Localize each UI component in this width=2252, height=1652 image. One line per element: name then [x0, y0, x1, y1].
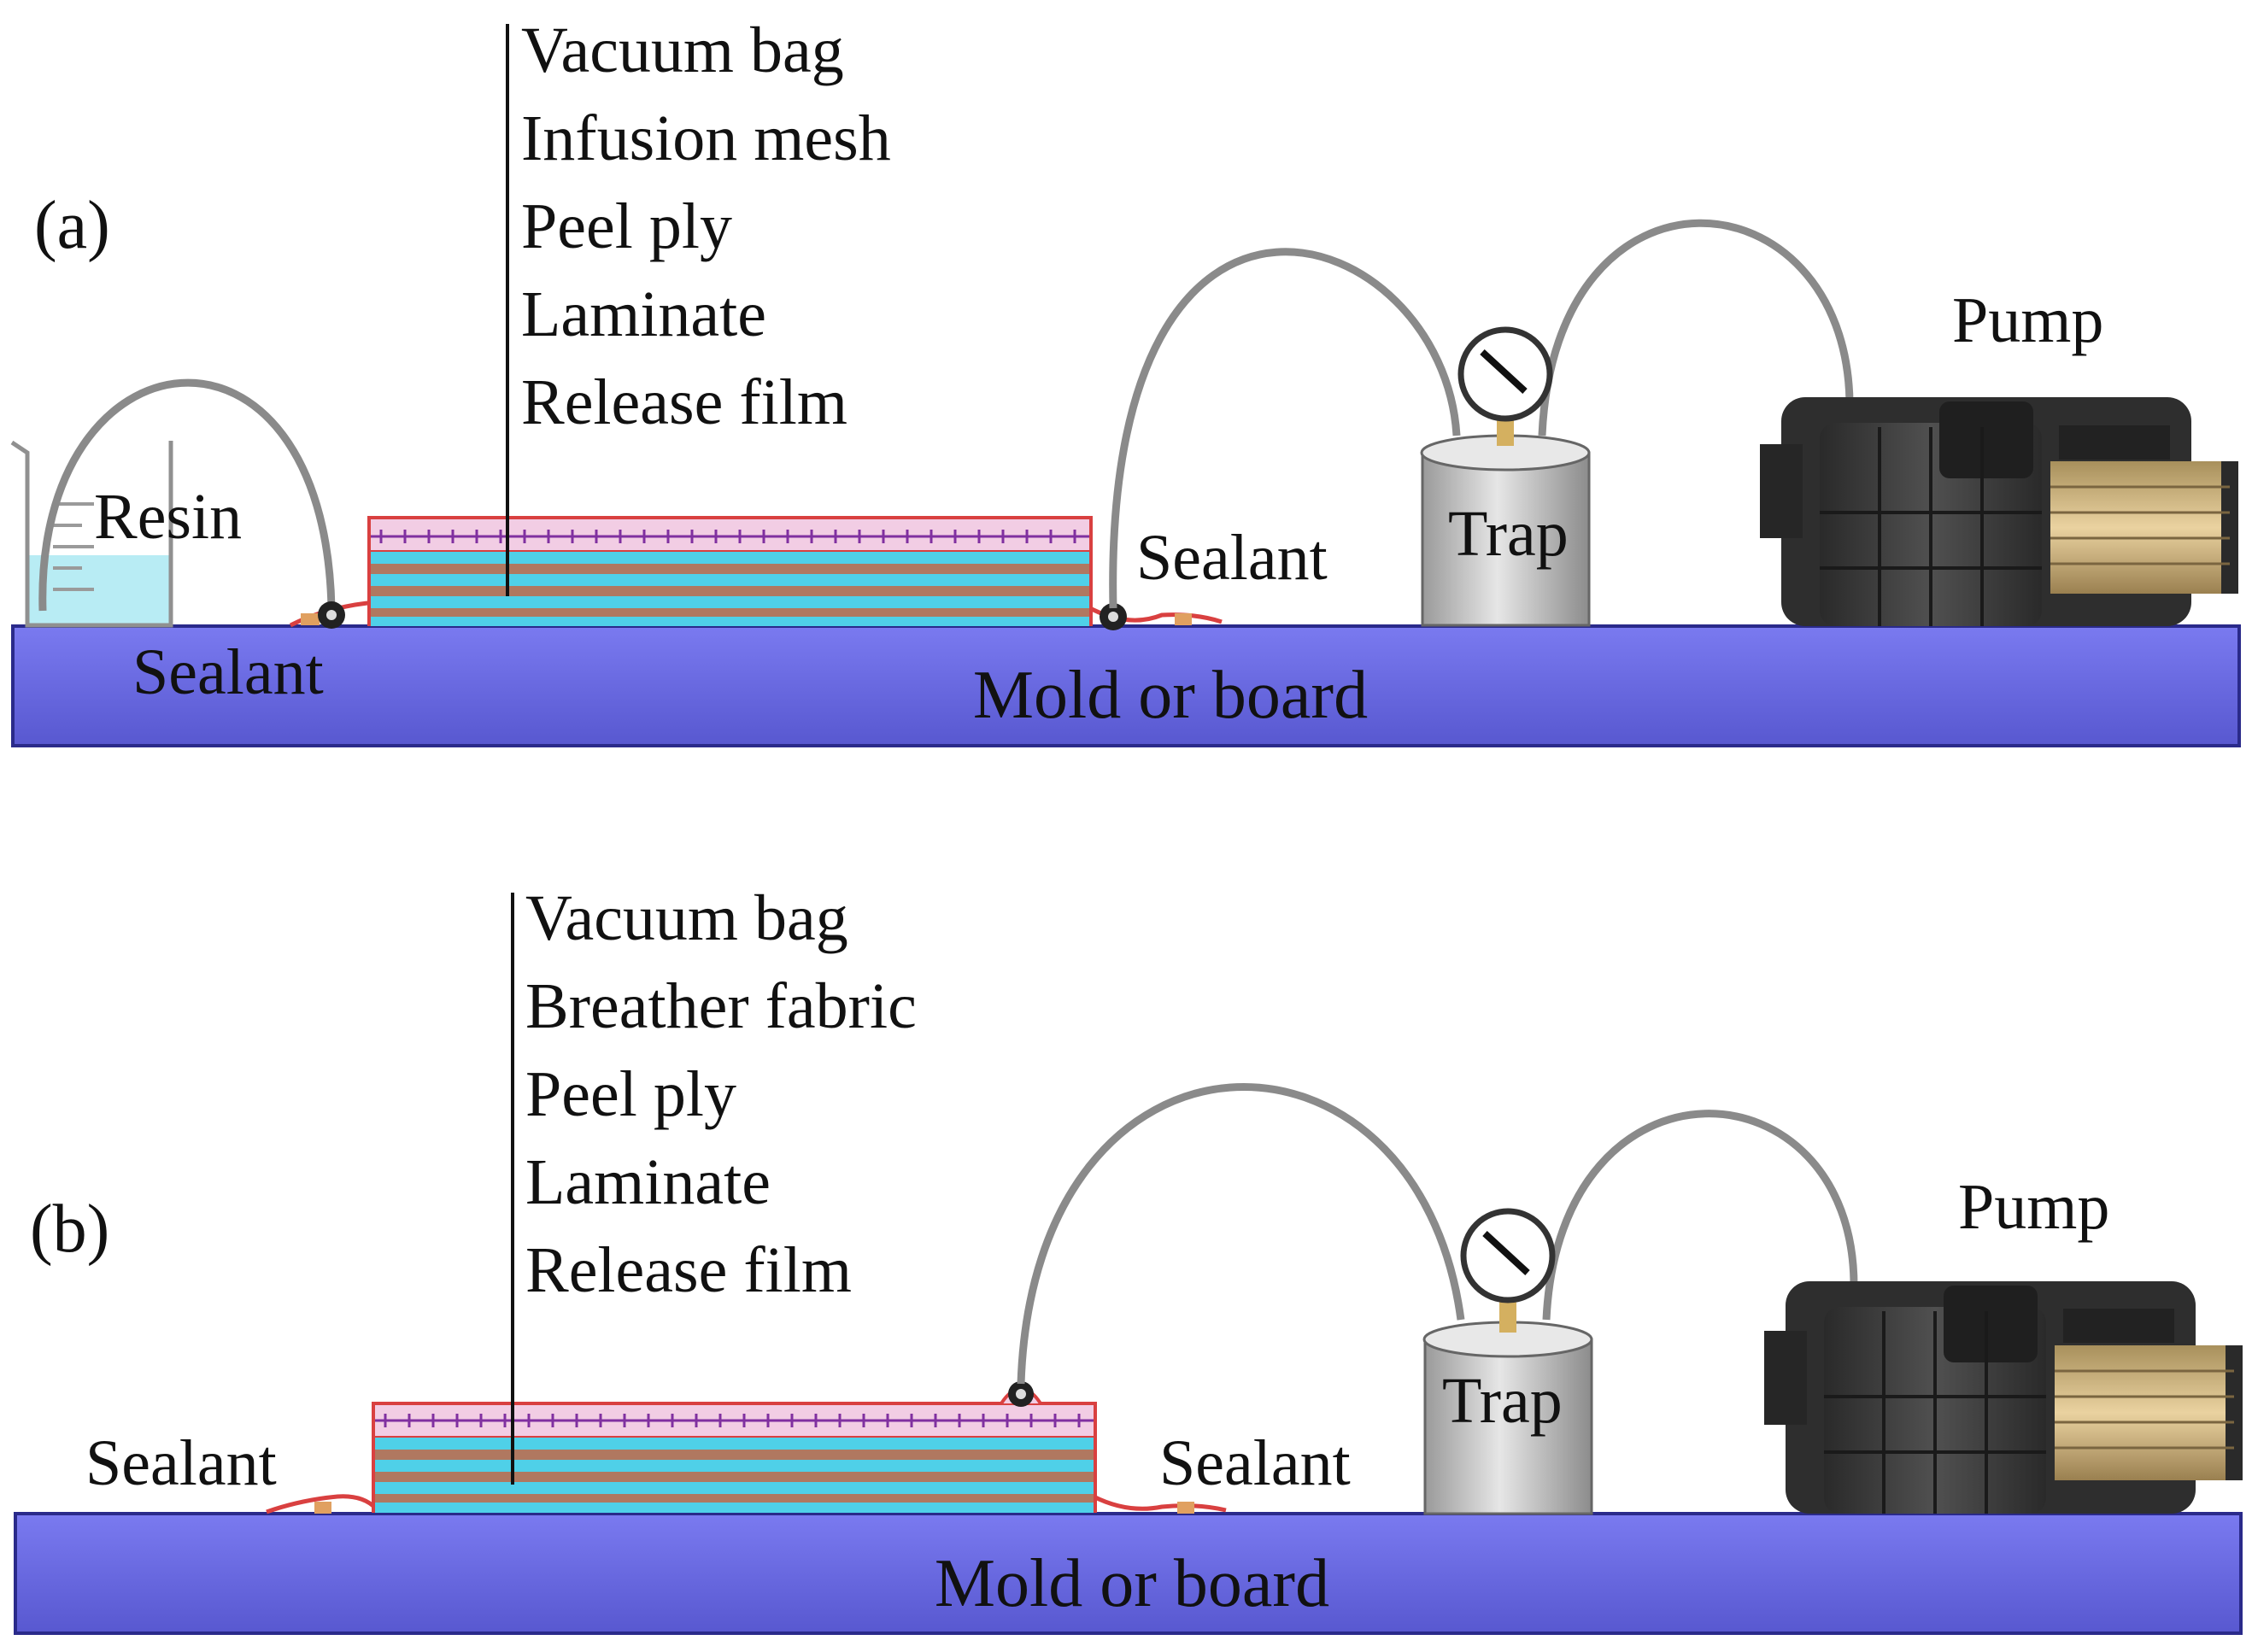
- panel-a-sealant-right-block: [1175, 613, 1192, 625]
- panel-a-mesh-ticks: [379, 530, 1076, 543]
- panel-b-layer-laminate: Laminate: [525, 1146, 771, 1218]
- panel-a-resin-beaker: [10, 440, 173, 628]
- panel-a-mold-label: Mold or board: [973, 658, 1368, 733]
- panel-a-trap: [1420, 326, 1591, 627]
- panel-a-trap-label: Trap: [1448, 498, 1569, 570]
- panel-b-sealant-right-tape: [1092, 1494, 1227, 1513]
- panel-a-label: (a): [34, 188, 110, 263]
- panel-b-sealant-left-label: Sealant: [85, 1427, 277, 1499]
- panel-a-pump-label: Pump: [1952, 284, 2103, 356]
- panel-a-sealant-left-label: Sealant: [132, 636, 324, 708]
- panel-b-label: (b): [30, 1192, 109, 1267]
- panel-b: (b) Mold or board Vacuum bag: [14, 882, 2243, 1635]
- panel-a-mold: [11, 624, 2241, 747]
- panel-b-gauge-needle: [1482, 1231, 1530, 1275]
- panel-b-trap-label: Trap: [1442, 1365, 1563, 1437]
- panel-b-vacuum-tube-to-pump: [1542, 1110, 1858, 1321]
- panel-b-vacuum-tube-to-trap: [1017, 1083, 1465, 1385]
- panel-a: (a) Mold or board Resin: [10, 15, 2241, 747]
- panel-b-mold: [14, 1512, 2243, 1635]
- panel-a-layer-stack: [367, 516, 1093, 626]
- panel-b-layer-release-film: Release film: [525, 1234, 852, 1306]
- panel-b-layer-peel-ply: Peel ply: [525, 1058, 736, 1130]
- panel-b-pump: [1764, 1281, 2243, 1514]
- panel-b-trap: [1422, 1208, 1593, 1515]
- panel-a-vacuum-tube-to-trap: [1109, 248, 1461, 609]
- panel-b-mold-label: Mold or board: [935, 1546, 1329, 1621]
- panel-a-sealant-left-block: [301, 613, 320, 625]
- panel-a-sealant-right-label: Sealant: [1136, 522, 1328, 594]
- panel-a-layer-release-film: Release film: [521, 366, 847, 438]
- panel-b-breather-ticks: [384, 1414, 1081, 1427]
- panel-a-gauge-needle: [1480, 349, 1528, 394]
- panel-b-layer-vacuum-bag: Vacuum bag: [525, 882, 848, 954]
- panel-b-sealant-left-tape: [266, 1494, 378, 1514]
- panel-a-layer-infusion-mesh: Infusion mesh: [521, 103, 891, 174]
- panel-a-pump: [1760, 397, 2238, 626]
- panel-a-resin-tube: [38, 378, 336, 612]
- panel-b-layer-breather-fabric: Breather fabric: [525, 970, 917, 1042]
- panel-a-vacuum-tube-to-pump: [1538, 219, 1854, 436]
- panel-b-layer-stack: [372, 1402, 1097, 1513]
- panel-b-sealant-right-block: [1177, 1502, 1194, 1514]
- panel-b-sealant-right-label: Sealant: [1159, 1427, 1351, 1499]
- panel-a-resin-label: Resin: [94, 481, 242, 553]
- panel-b-pump-label: Pump: [1958, 1171, 2109, 1243]
- panel-a-layer-laminate: Laminate: [521, 278, 766, 350]
- panel-a-layer-vacuum-bag: Vacuum bag: [521, 15, 844, 86]
- panel-b-sealant-left-block: [314, 1502, 331, 1514]
- panel-a-layer-peel-ply: Peel ply: [521, 190, 732, 262]
